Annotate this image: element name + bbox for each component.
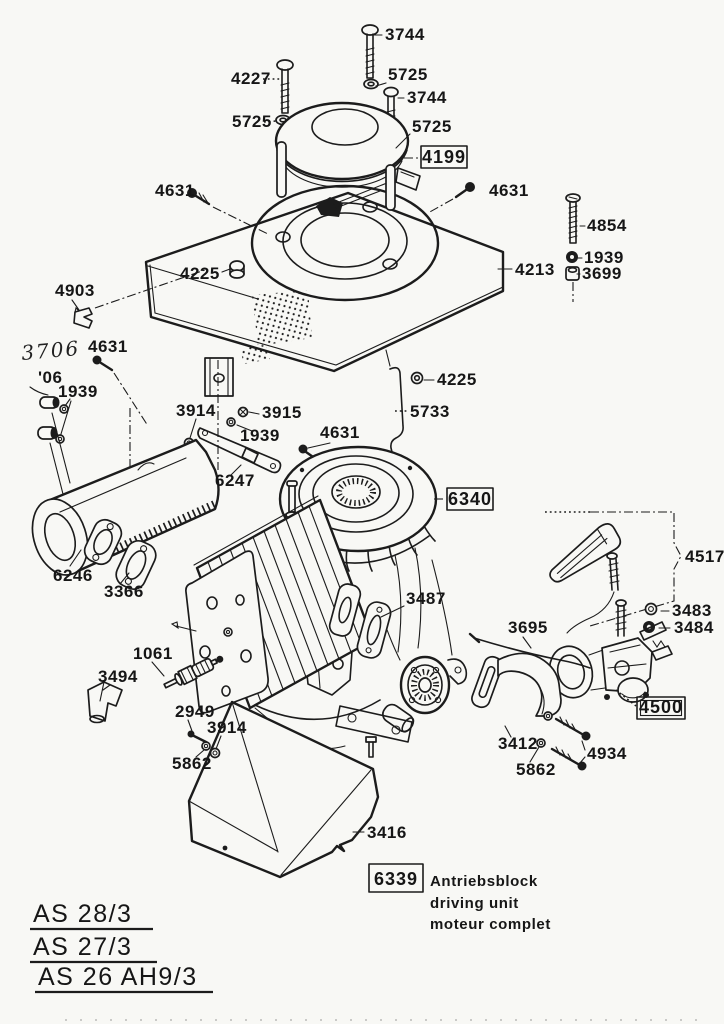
clip-4903 — [71, 269, 206, 329]
carburetor-drawing — [548, 599, 673, 707]
part-label-5862: 5862 — [516, 760, 556, 779]
shroud-tab — [204, 357, 234, 397]
caption-de: Antriebsblock — [430, 873, 538, 890]
part-label-4517: 4517 — [685, 547, 724, 566]
part-label-4227: 4227 — [231, 69, 271, 88]
handwritten-06: '06 — [38, 368, 62, 387]
assembly-caption: Antriebsblock driving unit moteur comple… — [430, 873, 551, 933]
muffler-drawing — [31, 438, 220, 576]
model-as-27-3: AS 27/3 — [33, 933, 132, 961]
part-label-5862: 5862 — [172, 754, 212, 773]
box-label-4500-text: 4500 — [639, 697, 683, 717]
caption-fr: moteur complet — [430, 916, 551, 933]
part-label-3484: 3484 — [674, 618, 714, 637]
part-label-4631: 4631 — [489, 181, 529, 200]
part-label-4225: 4225 — [180, 264, 220, 283]
screw-4934-b — [550, 746, 587, 771]
washer-5725-mid — [363, 78, 379, 90]
part-labels: 3744 4227 5725 3744 5725 5725 4631 4631 … — [20, 25, 724, 842]
part-label-1939: 1939 — [58, 382, 98, 401]
model-as-28-3: AS 28/3 — [33, 900, 132, 928]
part-label-3695: 3695 — [508, 618, 548, 637]
part-label-3699: 3699 — [582, 264, 622, 283]
bolt-3744-top — [361, 24, 379, 79]
part-label-3744: 3744 — [407, 88, 447, 107]
part-label-5725: 5725 — [388, 65, 428, 84]
box-label-6339: 6339 — [368, 863, 424, 893]
small-screw-2949-set — [187, 730, 221, 759]
box-label-6340-text: 6340 — [448, 489, 492, 509]
box-label-4500: 4500 — [636, 696, 686, 720]
nut-4225-right — [410, 371, 424, 385]
part-label-3914: 3914 — [207, 718, 247, 737]
screw-4934-a — [554, 716, 591, 741]
part-label-3744: 3744 — [385, 25, 425, 44]
air-vane-4517 — [545, 511, 682, 634]
fastener-4854-stack — [565, 193, 581, 302]
spark-plug-1061 — [163, 655, 224, 689]
blower-shroud-drawing — [144, 180, 505, 397]
part-label-4631: 4631 — [320, 423, 360, 442]
part-label-3483: 3483 — [672, 601, 712, 620]
part-label-1939: 1939 — [584, 248, 624, 267]
box-label-4199-text: 4199 — [422, 147, 466, 167]
bolt-4227 — [276, 59, 294, 114]
screw-4631-left — [187, 188, 269, 235]
intake-elbow-drawing — [471, 652, 591, 771]
part-label-3416: 3416 — [367, 823, 407, 842]
bushings-and-washers — [29, 386, 131, 499]
part-label-1939: 1939 — [240, 426, 280, 445]
nut-4225-top — [229, 260, 245, 279]
part-label-3412: 3412 — [498, 734, 538, 753]
part-label-5733: 5733 — [410, 402, 450, 421]
caption-en: driving unit — [430, 895, 519, 912]
air-grille-dots — [252, 290, 312, 346]
handwritten-3706: 3706 — [20, 336, 81, 365]
part-label-3366: 3366 — [104, 582, 144, 601]
part-label-3915: 3915 — [262, 403, 302, 422]
crankcase-drawing — [254, 559, 468, 758]
fuel-tank-drawing — [187, 700, 380, 879]
part-label-4854: 4854 — [587, 216, 627, 235]
washer-3484 — [643, 621, 655, 633]
exhaust-port-plate — [328, 583, 362, 637]
washer-3483 — [644, 602, 658, 616]
part-label-3487: 3487 — [406, 589, 446, 608]
part-label-6246: 6246 — [53, 566, 93, 585]
part-label-4903: 4903 — [55, 281, 95, 300]
part-label-3914: 3914 — [176, 401, 216, 420]
part-label-2949: 2949 — [175, 702, 215, 721]
box-label-6340: 6340 — [446, 487, 494, 511]
leader-lines — [69, 34, 671, 833]
box-label-6339-text: 6339 — [374, 869, 418, 889]
part-label-4631: 4631 — [88, 337, 128, 356]
part-label-4631: 4631 — [155, 181, 195, 200]
part-label-5725: 5725 — [232, 112, 272, 131]
stop-wire-5733 — [385, 349, 404, 457]
box-label-4199: 4199 — [420, 145, 468, 169]
plug-boot-3494 — [87, 681, 123, 724]
part-label-5725: 5725 — [412, 117, 452, 136]
air-cleaner-drawing — [274, 24, 421, 211]
model-as-26-ah9-3: AS 26 AH9/3 — [38, 963, 198, 991]
part-label-3494: 3494 — [98, 667, 138, 686]
model-list: AS 28/3 AS 27/3 AS 26 AH9/3 — [30, 900, 213, 994]
part-label-4225: 4225 — [437, 370, 477, 389]
part-label-1061: 1061 — [133, 644, 173, 663]
screw-4631-right — [427, 182, 475, 214]
part-label-4213: 4213 — [515, 260, 555, 279]
part-label-6247: 6247 — [215, 471, 255, 490]
throttle-rod-3695 — [468, 632, 591, 669]
air-cleaner-cover — [274, 101, 421, 211]
part-label-4934: 4934 — [587, 744, 627, 763]
starter-grip — [316, 197, 343, 217]
screw-4631-midleft — [92, 355, 149, 427]
